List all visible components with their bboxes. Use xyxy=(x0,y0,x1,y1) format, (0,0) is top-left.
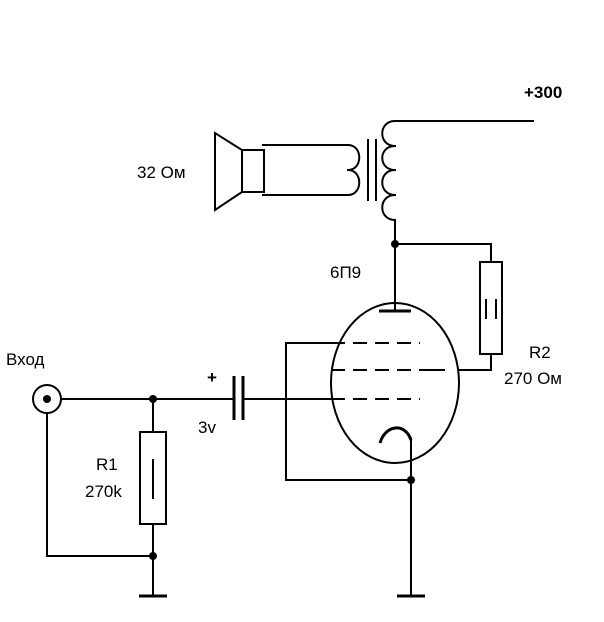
speaker-impedance-label: 32 Ом xyxy=(137,163,186,182)
r2-name-label: R2 xyxy=(529,343,551,362)
capacitor-voltage-label: 3v xyxy=(198,418,216,437)
ground-junction-dot xyxy=(149,552,157,560)
tube-type-label: 6П9 xyxy=(330,263,361,282)
capacitor xyxy=(232,376,332,420)
r2-value-label: 270 Ом xyxy=(504,369,562,388)
speaker-icon xyxy=(214,131,265,212)
supply-voltage-label: +300 xyxy=(524,83,562,102)
r1-value-label: 270k xyxy=(85,482,122,501)
transformer-primary-coil xyxy=(381,119,397,307)
resistor-r1 xyxy=(139,431,167,525)
r1-name-label: R1 xyxy=(96,455,118,474)
transformer-core xyxy=(367,139,377,201)
input-jack-icon xyxy=(32,384,62,414)
resistor-r2 xyxy=(479,261,503,355)
input-wires xyxy=(46,398,234,557)
input-label: Вход xyxy=(6,350,45,369)
vacuum-tube xyxy=(330,294,460,464)
cathode-junction-dot xyxy=(407,476,415,484)
cathode xyxy=(378,426,413,444)
transformer-secondary-coil xyxy=(262,143,361,197)
capacitor-polarity-label: + xyxy=(207,368,217,387)
r2-wires xyxy=(394,243,492,371)
grid-internal-wires xyxy=(285,342,445,481)
